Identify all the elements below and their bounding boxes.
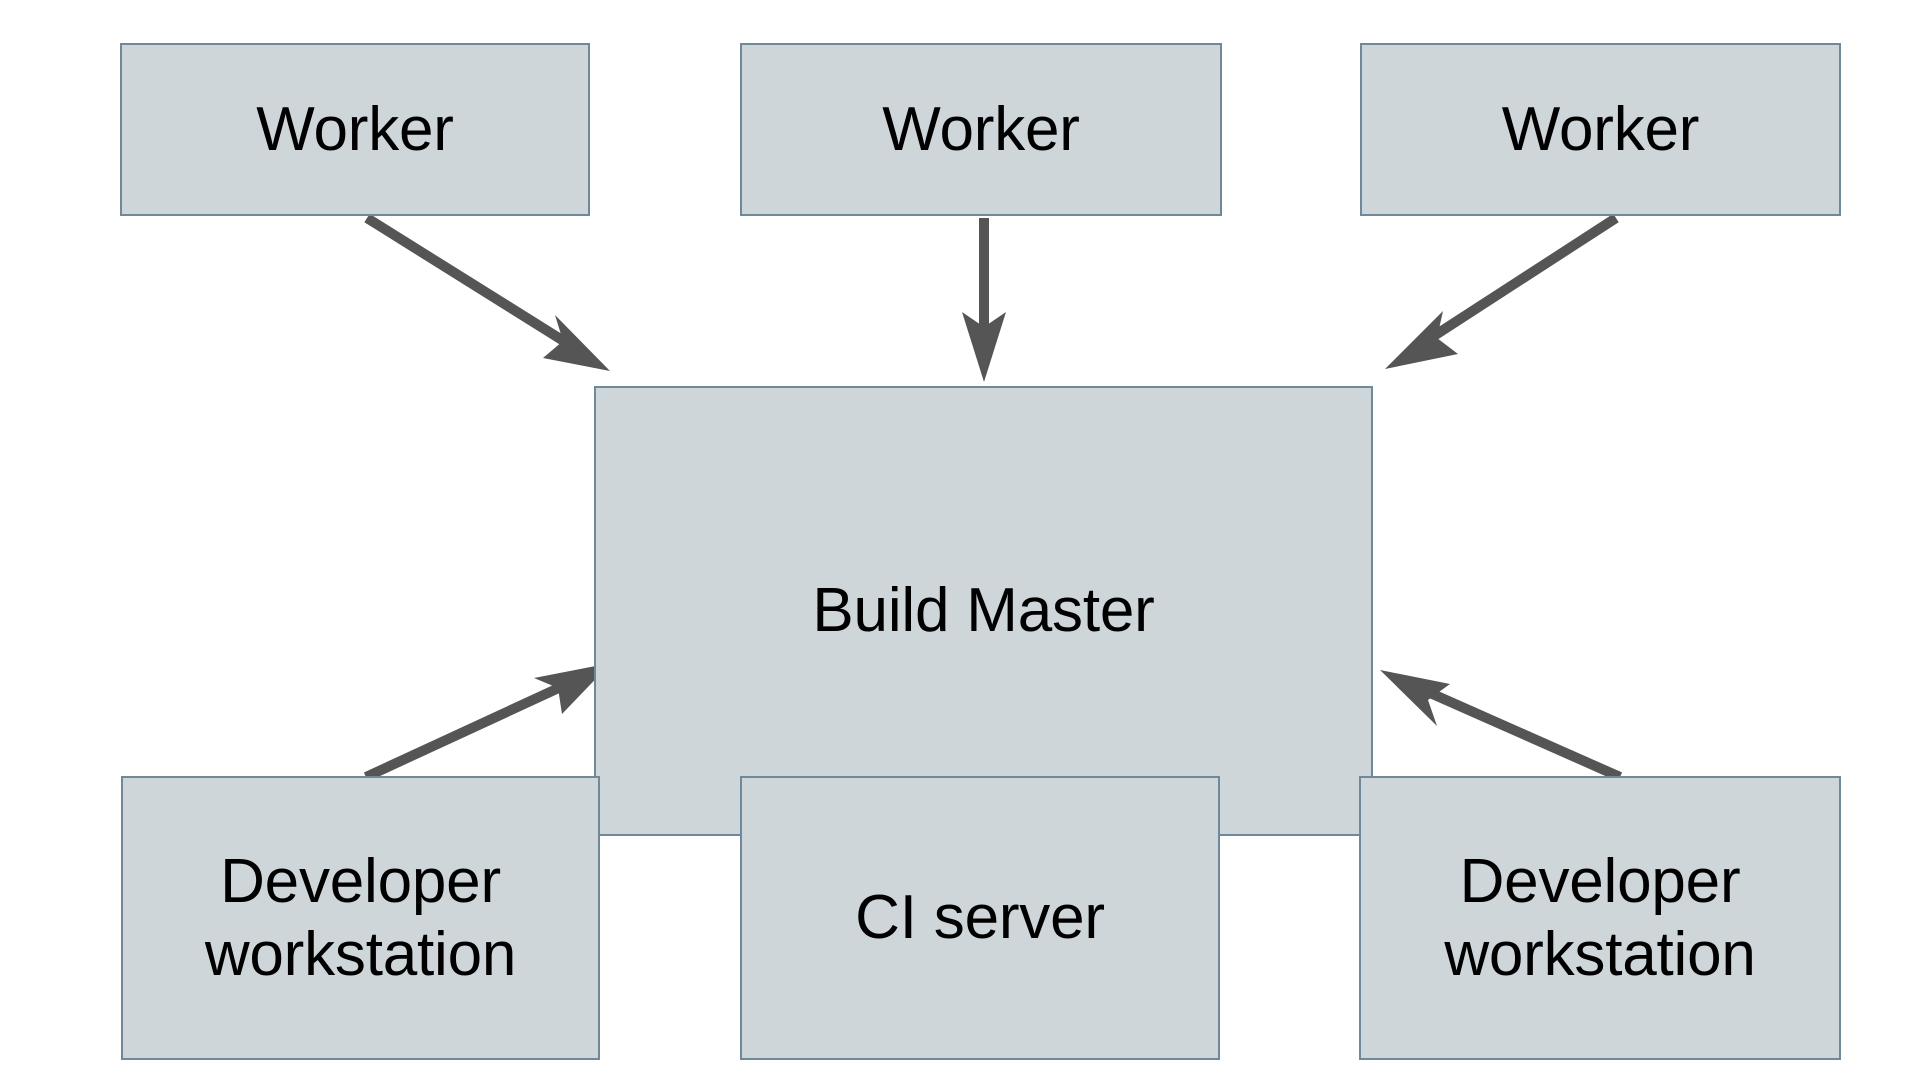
edge-worker-1-to-build-master	[364, 213, 610, 371]
edge-dev-ws-1-to-build-master	[363, 663, 611, 782]
node-worker-3[interactable]: Worker	[1360, 43, 1841, 216]
node-worker-2[interactable]: Worker	[740, 43, 1222, 216]
node-build-master[interactable]: Build Master	[594, 386, 1373, 836]
node-worker-1-label: Worker	[256, 94, 454, 164]
edge-worker-2-to-build-master	[962, 218, 1006, 382]
node-worker-1[interactable]: Worker	[120, 43, 590, 216]
node-ci-server[interactable]: CI server	[740, 776, 1220, 1060]
edge-worker-3-to-build-master	[1385, 213, 1619, 369]
node-worker-2-label: Worker	[882, 94, 1080, 164]
node-ci-server-label: CI server	[855, 883, 1105, 953]
node-developer-workstation-2-label: Developer workstation	[1444, 846, 1756, 989]
node-developer-workstation-1[interactable]: Developer workstation	[121, 776, 600, 1060]
node-developer-workstation-1-label: Developer workstation	[204, 846, 517, 989]
edge-dev-ws-2-to-build-master	[1380, 670, 1623, 782]
node-developer-workstation-2[interactable]: Developer workstation	[1359, 776, 1841, 1060]
node-worker-3-label: Worker	[1501, 94, 1700, 164]
node-build-master-label: Build Master	[812, 576, 1155, 646]
